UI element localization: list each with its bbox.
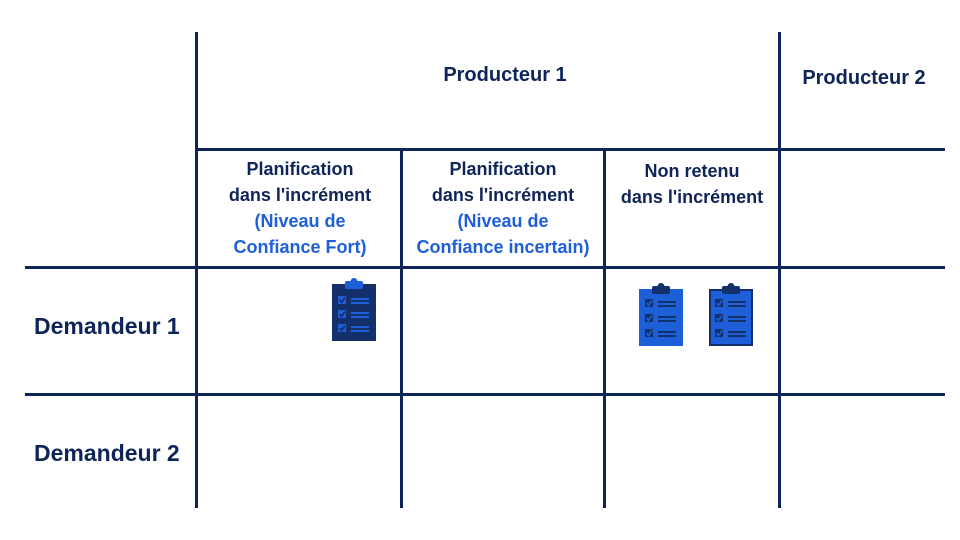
grid-line-vertical-3: [603, 150, 606, 508]
grid-line-vertical-2: [400, 150, 403, 508]
clipboard-checklist-icon: [709, 283, 753, 346]
column-header-accent-line: Confiance Fort): [233, 237, 367, 257]
column-header-line: dans l'incrément: [620, 187, 764, 207]
grid-line-vertical-1: [195, 32, 198, 508]
column-header-line: Planification: [246, 159, 354, 179]
column-header-line: Non retenu: [644, 161, 740, 181]
column-header-uncertain-confidence: Planification dans l'incrément (Niveau d…: [403, 156, 603, 260]
column-header-accent-line: (Niveau de: [457, 211, 549, 231]
clipboard-checklist-icon: [332, 278, 376, 341]
header-producer-2: Producteur 2: [802, 67, 926, 89]
column-header-accent-line: (Niveau de: [254, 211, 346, 231]
grid-line-vertical-4: [778, 32, 781, 508]
column-header-line: dans l'incrément: [228, 185, 372, 205]
column-header-high-confidence: Planification dans l'incrément (Niveau d…: [200, 156, 400, 260]
grid-line-horizontal-2: [25, 266, 945, 269]
row-label-requester-1: Demandeur 1: [34, 313, 180, 339]
header-producer-1: Producteur 1: [443, 64, 567, 86]
grid-line-horizontal-3: [25, 393, 945, 396]
column-header-not-retained: Non retenu dans l'incrément: [606, 158, 778, 210]
column-header-accent-line: Confiance incertain): [416, 237, 590, 257]
clipboard-checklist-icon: [639, 283, 683, 346]
grid-line-horizontal-1: [195, 148, 945, 151]
column-header-line: dans l'incrément: [431, 185, 575, 205]
row-label-requester-2: Demandeur 2: [34, 440, 180, 466]
column-header-line: Planification: [449, 159, 557, 179]
